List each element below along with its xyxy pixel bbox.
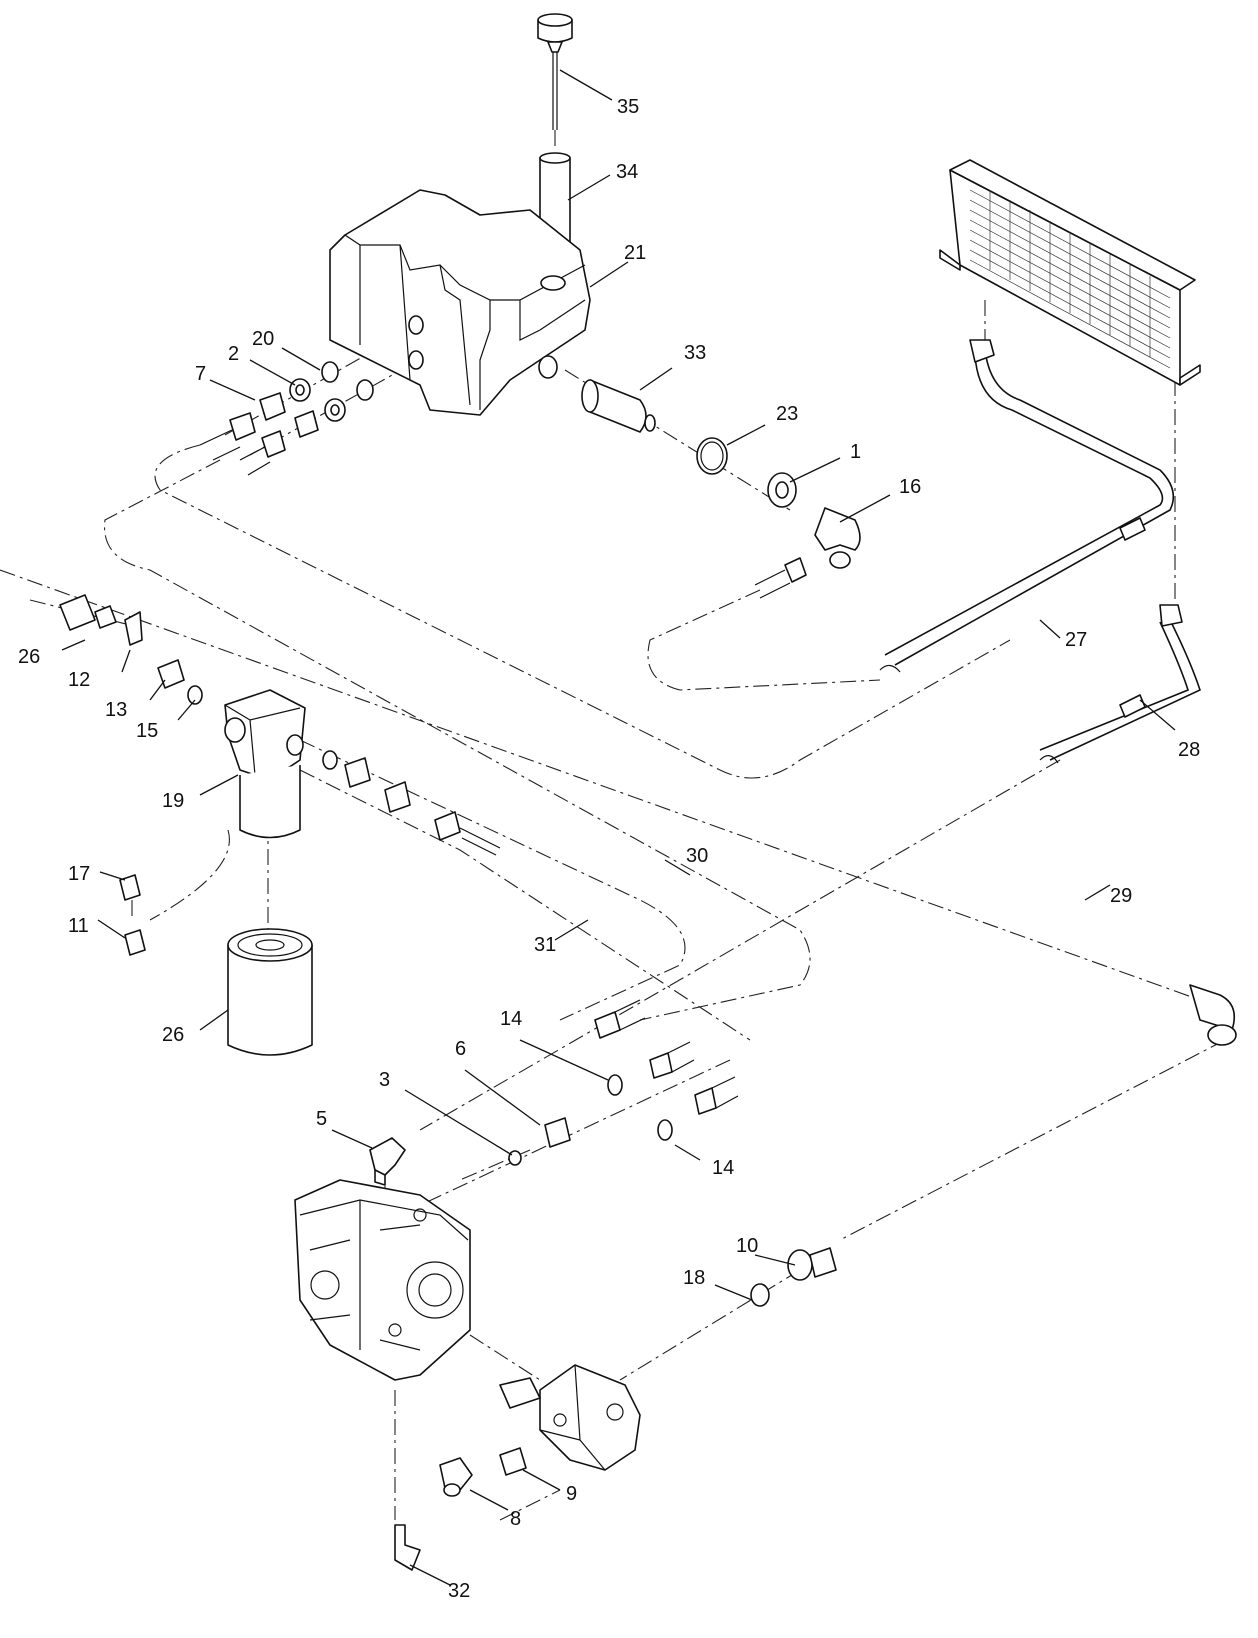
callout-26-filter: 26	[162, 1024, 184, 1046]
filter-group	[59, 594, 501, 856]
callout-labels: 35 34 21 20 2 7 33 23 1 16 27 28 26 12 1…	[18, 96, 1200, 1602]
hydraulic-tank	[329, 189, 591, 416]
hose-29-elbow	[1189, 984, 1237, 1046]
port-seals	[199, 361, 374, 476]
callout-18: 18	[683, 1267, 705, 1289]
callout-15: 15	[136, 720, 158, 742]
oil-cooler	[939, 159, 1201, 386]
suction-strainer-group	[581, 379, 861, 599]
cooler-hose-27	[879, 339, 1175, 673]
callout-32: 32	[448, 1580, 470, 1602]
callout-3: 3	[379, 1069, 390, 1091]
callout-2: 2	[228, 343, 239, 365]
callout-19: 19	[162, 790, 184, 812]
callout-8: 8	[510, 1508, 521, 1530]
callout-17: 17	[68, 863, 90, 885]
callout-31: 31	[534, 934, 556, 956]
callout-13: 13	[105, 699, 127, 721]
callout-9: 9	[566, 1483, 577, 1505]
callout-12: 12	[68, 669, 90, 691]
pump-fittings	[369, 999, 739, 1186]
lower-fittings	[394, 1247, 837, 1571]
dipstick	[537, 13, 573, 130]
callout-6: 6	[455, 1038, 466, 1060]
callout-5: 5	[316, 1108, 327, 1130]
callout-14-upper: 14	[500, 1008, 522, 1030]
callout-33: 33	[684, 342, 706, 364]
callout-14-lower: 14	[712, 1157, 734, 1179]
cooler-hose-28	[1039, 604, 1201, 764]
callout-1: 1	[850, 441, 861, 463]
filter-element	[227, 928, 313, 1056]
callout-30: 30	[686, 845, 708, 867]
callout-11: 11	[68, 915, 89, 937]
callout-10: 10	[736, 1235, 758, 1257]
callout-20: 20	[252, 328, 274, 350]
callout-16: 16	[899, 476, 921, 498]
callout-28: 28	[1178, 739, 1200, 761]
callout-29: 29	[1110, 885, 1132, 907]
assembly-centerlines	[0, 130, 1226, 1521]
filter-switch	[119, 874, 146, 956]
callout-23: 23	[776, 403, 798, 425]
callout-26-top: 26	[18, 646, 40, 668]
callout-27: 27	[1065, 629, 1087, 651]
gear-pump	[499, 1364, 641, 1471]
callout-35: 35	[617, 96, 639, 118]
callout-21: 21	[624, 242, 646, 264]
callout-34: 34	[616, 161, 638, 183]
callout-7: 7	[195, 363, 206, 385]
hydrostatic-pump	[294, 1179, 471, 1381]
leader-lines	[61, 69, 1176, 1586]
